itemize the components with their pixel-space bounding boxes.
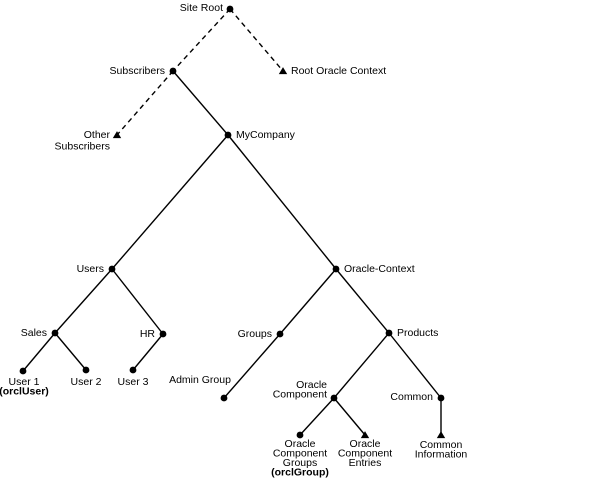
edge-oracle-component--oracle-component-groups: [299, 397, 335, 436]
edge-products--common: [388, 332, 442, 399]
sales-circle-marker-icon: [51, 329, 59, 337]
edge-mycompany--users: [111, 134, 229, 270]
user-1-label: User 1(orclUser): [0, 376, 49, 398]
mycompany-circle-marker-icon: [224, 131, 232, 139]
site-root-label: Site Root: [180, 2, 223, 14]
users-circle-marker-icon: [108, 265, 116, 273]
hr-circle-marker-icon: [159, 330, 167, 338]
products-circle-marker-icon: [385, 329, 393, 337]
subscribers-label: Subscribers: [110, 65, 165, 77]
groups-circle-marker-icon: [276, 330, 284, 338]
edge-subscribers--other-subscribers: [116, 70, 174, 136]
edge-mycompany--oracle-context: [227, 134, 337, 270]
oracle-context-circle-marker-icon: [332, 265, 340, 273]
edge-oracle-context--groups: [279, 268, 337, 335]
common-label: Common: [390, 391, 433, 403]
root-oracle-context-triangle-marker-icon: [278, 67, 288, 75]
edge-oracle-component--oracle-component-entries: [333, 397, 366, 436]
edge-subscribers--mycompany: [172, 70, 229, 136]
mycompany-label: MyCompany: [236, 129, 296, 141]
edge-users--hr: [111, 268, 164, 335]
edge-products--oracle-component: [333, 332, 390, 399]
products-label: Products: [397, 327, 438, 339]
edge-site-root--subscribers: [172, 8, 231, 72]
edge-oracle-context--products: [335, 268, 390, 334]
edge-groups--admin-group: [223, 333, 281, 399]
oracle-component-entries-triangle-marker-icon: [360, 431, 370, 439]
user-3-circle-marker-icon: [129, 366, 137, 374]
sales-label: Sales: [21, 327, 47, 339]
admin-group-circle-marker-icon: [220, 394, 228, 402]
oracle-context-label: Oracle-Context: [344, 263, 415, 275]
admin-group-label: Admin Group: [169, 374, 231, 386]
user-2-label: User 2: [71, 376, 102, 388]
other-subscribers-triangle-marker-icon: [112, 131, 122, 139]
common-circle-marker-icon: [437, 394, 445, 402]
user-3-label: User 3: [118, 376, 149, 388]
edge-sales--user-2: [54, 332, 87, 371]
user-2-circle-marker-icon: [82, 366, 90, 374]
oracle-component-groups-circle-marker-icon: [296, 431, 304, 439]
edge-hr--user-3: [132, 333, 164, 371]
common-information-triangle-marker-icon: [436, 431, 446, 439]
subscribers-circle-marker-icon: [169, 67, 177, 75]
edge-sales--user-1: [22, 332, 56, 372]
groups-label: Groups: [238, 328, 272, 340]
user-1-circle-marker-icon: [19, 367, 27, 375]
users-label: Users: [77, 263, 104, 275]
hr-label: HR: [140, 328, 156, 340]
edge-users--sales: [54, 268, 113, 334]
root-oracle-context-label: Root Oracle Context: [291, 65, 386, 77]
edge-site-root--root-oracle-context: [229, 8, 284, 72]
site-root-circle-marker-icon: [226, 5, 234, 13]
oracle-component-circle-marker-icon: [330, 394, 338, 402]
